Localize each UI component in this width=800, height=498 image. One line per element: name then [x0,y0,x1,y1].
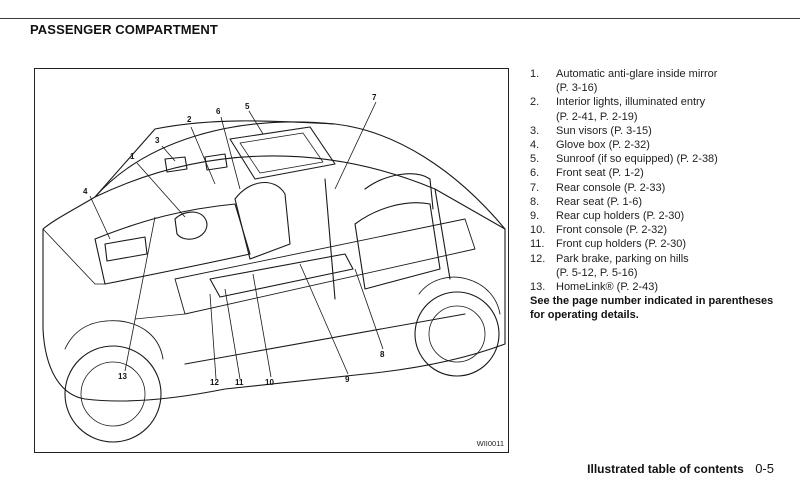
header-rule [0,18,800,19]
page-footer: Illustrated table of contents 0-5 [587,461,774,476]
figure-code: WII0011 [476,439,504,448]
legend-item: 7.Rear console (P. 2-33) [530,181,666,194]
legend-item: 1.Automatic anti-glare inside mirror(P. … [530,68,718,95]
legend-item: 2.Interior lights, illuminated entry(P. … [530,96,706,123]
callout-7: 7 [372,93,377,102]
front-seat [234,181,291,260]
car-cutaway-drawing: 1 2 3 4 5 6 7 8 9 10 11 12 13 [42,93,506,443]
legend-item: 10.Front console (P. 2-32) [530,224,668,237]
legend-item: 6.Front seat (P. 1-2) [530,167,644,180]
steering-wheel [174,211,208,240]
center-console [209,253,354,298]
legend-item: 4.Glove box (P. 2-32) [530,139,650,152]
b-pillar [324,178,336,300]
rear-wheel [414,291,500,377]
sunroof-inner [239,132,324,174]
callout-9: 9 [345,375,350,384]
legend-item: 13.HomeLink® (P. 2-43) [530,281,659,294]
page-number: 0-5 [755,461,774,476]
page-title: PASSENGER COMPARTMENT [30,22,218,37]
callout-11: 11 [235,378,244,387]
dashboard [94,203,251,285]
roof-line [94,155,506,230]
operating-note: See the page number indicated in parenth… [530,295,774,321]
callout-3: 3 [155,136,160,145]
callout-10: 10 [265,378,274,387]
car-interior-illustration: 1 2 3 4 5 6 7 8 9 10 11 12 13 WII0011 [34,68,509,453]
callout-4: 4 [83,187,88,196]
door-sill [174,218,476,315]
legend-item: 11.Front cup holders (P. 2-30) [530,238,687,251]
footer-title: Illustrated table of contents [587,462,744,476]
rear-seat [354,202,441,290]
legend-item: 3.Sun visors (P. 3-15) [530,124,652,137]
rear-seat-back [364,173,434,210]
legend-item: 12.Park brake, parking on hills(P. 5-12,… [530,252,689,279]
callout-1: 1 [130,152,135,161]
component-legend: 1.Automatic anti-glare inside mirror(P. … [530,67,775,294]
callout-12: 12 [210,378,219,387]
sun-visor [204,153,228,171]
callout-5: 5 [245,102,250,111]
callout-8: 8 [380,350,385,359]
car-body-outline [42,121,506,402]
legend-item: 5.Sunroof (if so equipped) (P. 2-38) [530,153,718,166]
inside-mirror [164,156,188,173]
legend-item: 8.Rear seat (P. 1-6) [530,195,643,208]
callout-13: 13 [118,372,127,381]
front-wheel [64,345,162,443]
sunroof-panel [229,126,336,180]
legend-item: 9.Rear cup holders (P. 2-30) [530,210,685,223]
rocker-panel [184,313,466,365]
glove-box [104,236,148,262]
callout-2: 2 [187,115,192,124]
callout-6: 6 [216,107,221,116]
c-pillar [434,188,451,280]
windshield-frame [94,120,336,198]
